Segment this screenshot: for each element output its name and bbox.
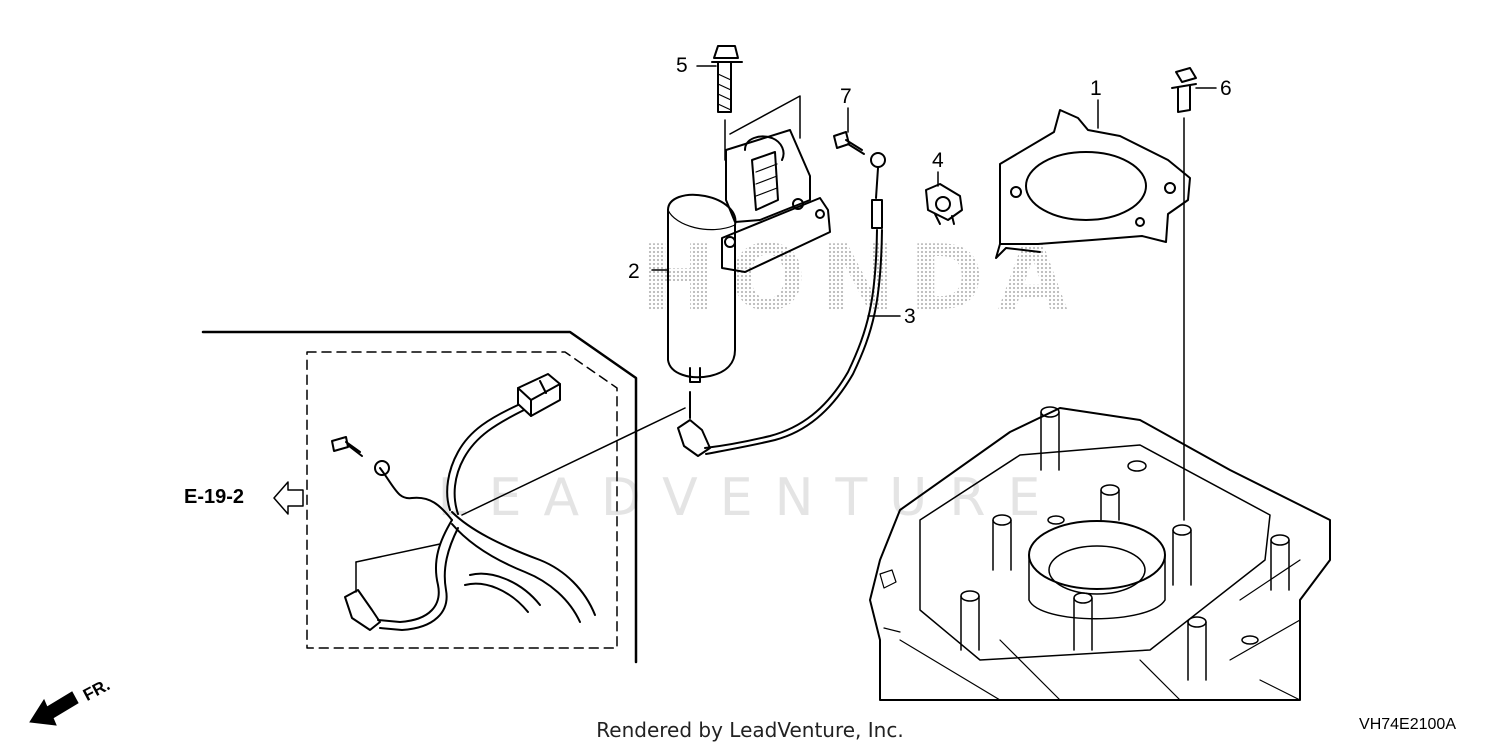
harness-bundle	[469, 572, 541, 606]
inset-frame	[201, 330, 638, 664]
callout-7[interactable]: 7	[840, 85, 852, 108]
part-5-bolt	[711, 45, 743, 113]
inset-dashed-box	[306, 351, 618, 649]
part-6-bolt	[1171, 67, 1197, 113]
callout-6[interactable]: 6	[1220, 77, 1232, 100]
starter-terminal-boot	[677, 419, 711, 457]
harness-wire	[379, 527, 459, 631]
part-1-bracket	[995, 109, 1191, 259]
callout-3[interactable]: 3	[904, 305, 916, 328]
part-2-starter-motor	[667, 95, 831, 457]
harness-bundle	[451, 511, 596, 616]
reference-arrow	[273, 481, 304, 515]
harness-ring-terminal	[374, 460, 390, 476]
reference-link-e-19-2[interactable]: E-19-2	[184, 486, 245, 508]
brand-watermark: HONDA	[640, 226, 1082, 331]
callout-4[interactable]: 4	[932, 149, 944, 172]
diagram-code: VH74E2100A	[1359, 716, 1456, 733]
callout-2[interactable]: 2	[628, 260, 640, 283]
part-3-ground-cable	[704, 152, 886, 455]
harness-wire	[446, 404, 519, 511]
harness-bolt	[331, 436, 363, 457]
harness-bundle	[451, 523, 581, 623]
rendered-by-footer: Rendered by LeadVenture, Inc.	[596, 718, 904, 742]
harness-ground-wire	[379, 467, 453, 521]
harness-wire	[453, 409, 525, 515]
front-direction-arrow	[29, 691, 79, 726]
part-7-bolt	[833, 131, 865, 155]
harness-bundle	[464, 582, 529, 613]
harness-wire	[377, 519, 453, 623]
engine-base	[869, 406, 1331, 701]
callout-5[interactable]: 5	[676, 54, 688, 77]
harness-terminal	[344, 589, 381, 631]
part-4-clip	[925, 183, 963, 225]
callout-1[interactable]: 1	[1090, 77, 1102, 100]
